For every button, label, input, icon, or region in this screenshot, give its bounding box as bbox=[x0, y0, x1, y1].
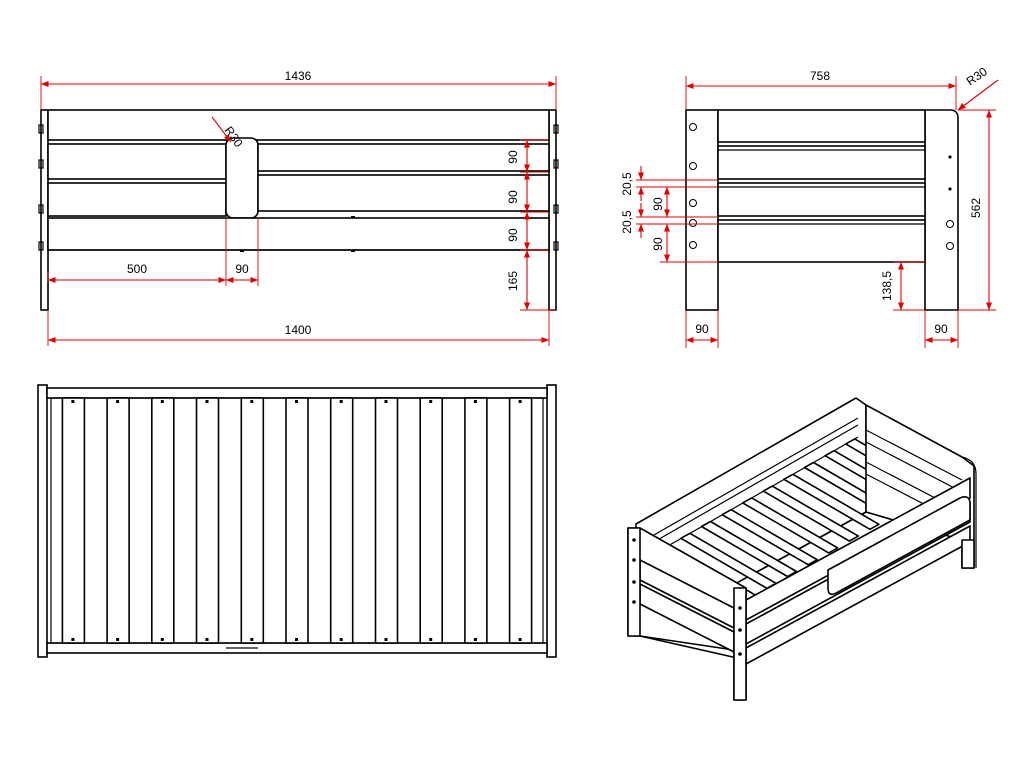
dim-post-width-left: 90 bbox=[695, 322, 709, 336]
bolt-hole bbox=[689, 241, 697, 249]
top-view bbox=[37, 384, 557, 658]
slat bbox=[508, 397, 533, 644]
side-view: 758 R30 562 20,5 20,5 90 90 138,5 bbox=[620, 64, 999, 348]
slat bbox=[106, 397, 130, 644]
iso-slat bbox=[762, 485, 860, 542]
front-view: 1436 R30 500 90 90 90 90 165 1400 bbox=[38, 69, 559, 346]
front-right-rail-1 bbox=[257, 143, 550, 172]
side-rail-3 bbox=[717, 219, 926, 263]
slat bbox=[419, 397, 444, 644]
dim-height: 562 bbox=[969, 198, 983, 218]
slat bbox=[240, 397, 265, 644]
dim-post-width: 90 bbox=[235, 262, 249, 276]
side-rail-2 bbox=[717, 182, 926, 217]
dim-rail-spacing-2: 20,5 bbox=[620, 210, 634, 234]
bolt-hole bbox=[689, 162, 697, 170]
dim-floor-height: 165 bbox=[506, 271, 520, 291]
bolt-hole bbox=[946, 220, 954, 228]
top-right-post bbox=[546, 384, 557, 658]
slat bbox=[464, 397, 488, 644]
bolt-hole bbox=[689, 199, 697, 207]
dim-inner-length: 1400 bbox=[285, 323, 312, 337]
dim-rail-spacing-1: 20,5 bbox=[620, 172, 634, 196]
slat bbox=[329, 397, 354, 644]
iso-slat bbox=[721, 508, 818, 566]
dim-rail-gap-2: 90 bbox=[506, 190, 520, 204]
top-upper-rail bbox=[46, 387, 548, 399]
dim-rail-gap-3: 90 bbox=[506, 228, 520, 242]
front-left-post bbox=[40, 109, 49, 311]
side-rail-1 bbox=[717, 145, 926, 180]
dim-overall-width: 758 bbox=[810, 69, 830, 83]
isometric-view bbox=[627, 397, 977, 701]
front-left-rail-2 bbox=[47, 182, 227, 217]
iso-head-post bbox=[961, 539, 975, 569]
slat bbox=[374, 397, 399, 644]
iso-slat bbox=[700, 520, 798, 578]
side-left-post bbox=[685, 109, 719, 311]
iso-slat bbox=[741, 497, 839, 554]
front-right-post bbox=[548, 109, 557, 311]
dim-bottom-clearance: 138,5 bbox=[880, 271, 894, 301]
front-lower-rail bbox=[47, 217, 550, 251]
front-right-rail-2 bbox=[257, 174, 550, 212]
dim-rail-height-2: 90 bbox=[651, 237, 665, 251]
front-left-rail-1 bbox=[47, 143, 227, 180]
side-top-rail bbox=[717, 109, 926, 143]
dim-overall-length: 1436 bbox=[285, 69, 312, 83]
slat bbox=[61, 397, 86, 644]
top-slats bbox=[61, 397, 533, 644]
dim-panel-offset: 500 bbox=[127, 262, 147, 276]
top-lower-rail bbox=[46, 642, 548, 654]
iso-front-post bbox=[733, 587, 747, 701]
iso-guard-panel bbox=[827, 496, 971, 596]
dim-post-width-right: 90 bbox=[934, 322, 948, 336]
iso-slat bbox=[783, 473, 880, 531]
dim-rail-height-1: 90 bbox=[651, 197, 665, 211]
dim-rail-gap-1: 90 bbox=[506, 150, 520, 164]
side-right-post bbox=[924, 109, 959, 311]
dim-side-radius: R30 bbox=[964, 64, 990, 88]
slat bbox=[151, 397, 175, 644]
bolt-hole bbox=[689, 219, 697, 227]
front-guard-panel bbox=[225, 137, 259, 219]
front-top-rail bbox=[47, 109, 550, 141]
top-left-post bbox=[37, 384, 48, 658]
bolt-hole bbox=[689, 123, 697, 131]
slat bbox=[195, 397, 220, 644]
bolt-hole bbox=[946, 242, 954, 250]
slat bbox=[285, 397, 309, 644]
post-notches bbox=[38, 124, 559, 251]
